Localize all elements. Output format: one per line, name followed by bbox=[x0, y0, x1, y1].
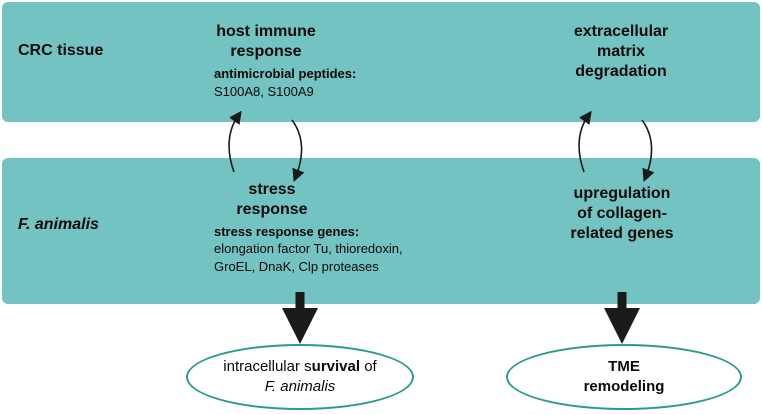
cycle-up-arrow-right bbox=[578, 110, 592, 173]
f-animalis-label: F. animalis bbox=[18, 216, 99, 233]
survival-outcome-ellipse: intracellular survival of F. animalis bbox=[186, 344, 414, 410]
tme-remodeling-ellipse: TME remodeling bbox=[506, 344, 742, 410]
antimicrobial-peptides-label: antimicrobial peptides: bbox=[214, 66, 357, 81]
cycle-down-arrow-left bbox=[291, 119, 305, 182]
crc-tissue-band bbox=[2, 2, 760, 122]
f-animalis-band bbox=[2, 158, 760, 304]
antimicrobial-peptides-list: S100A8, S100A9 bbox=[214, 84, 314, 99]
stress-genes-label: stress response genes: bbox=[214, 224, 360, 239]
cycle-up-arrow-left bbox=[228, 110, 242, 173]
collagen-upregulation-heading: upregulation of collagen- related genes bbox=[570, 185, 674, 242]
host-immune-heading: host immune response bbox=[216, 23, 316, 60]
stress-genes-list-1: elongation factor Tu, thioredoxin, bbox=[214, 241, 403, 256]
stress-response-heading: stress response bbox=[236, 181, 308, 218]
cycle-down-arrow-right bbox=[641, 119, 655, 182]
ecm-degradation-heading: extracellular matrix degradation bbox=[573, 23, 669, 80]
crc-tissue-label: CRC tissue bbox=[18, 42, 104, 59]
stress-genes-list-2: GroEL, DnaK, Clp proteases bbox=[214, 259, 379, 274]
